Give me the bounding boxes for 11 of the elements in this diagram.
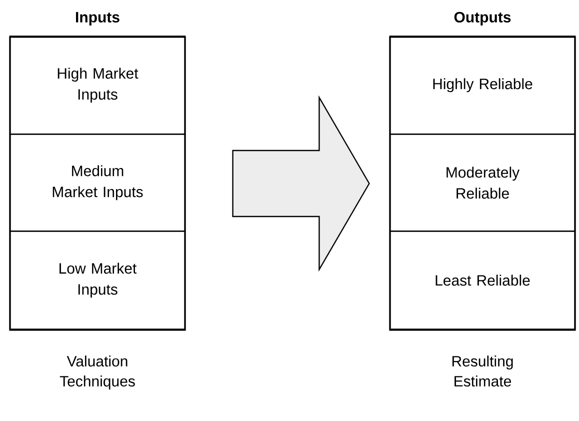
cell-box: Low Market Inputs	[9, 230, 186, 330]
cell-box: Moderately Reliable	[389, 134, 576, 232]
cell-box: High Market Inputs	[9, 36, 186, 135]
column-caption: Valuation Techniques	[60, 356, 135, 390]
block-arrow	[232, 95, 370, 272]
column-caption: Resulting Estimate	[452, 356, 513, 387]
column-heading: Outputs	[454, 12, 511, 26]
cell-box: Highly Reliable	[389, 36, 576, 135]
cell-box: Least Reliable	[389, 230, 576, 330]
column-heading: Inputs	[76, 12, 120, 26]
cell-box: Medium Market Inputs	[9, 134, 186, 232]
